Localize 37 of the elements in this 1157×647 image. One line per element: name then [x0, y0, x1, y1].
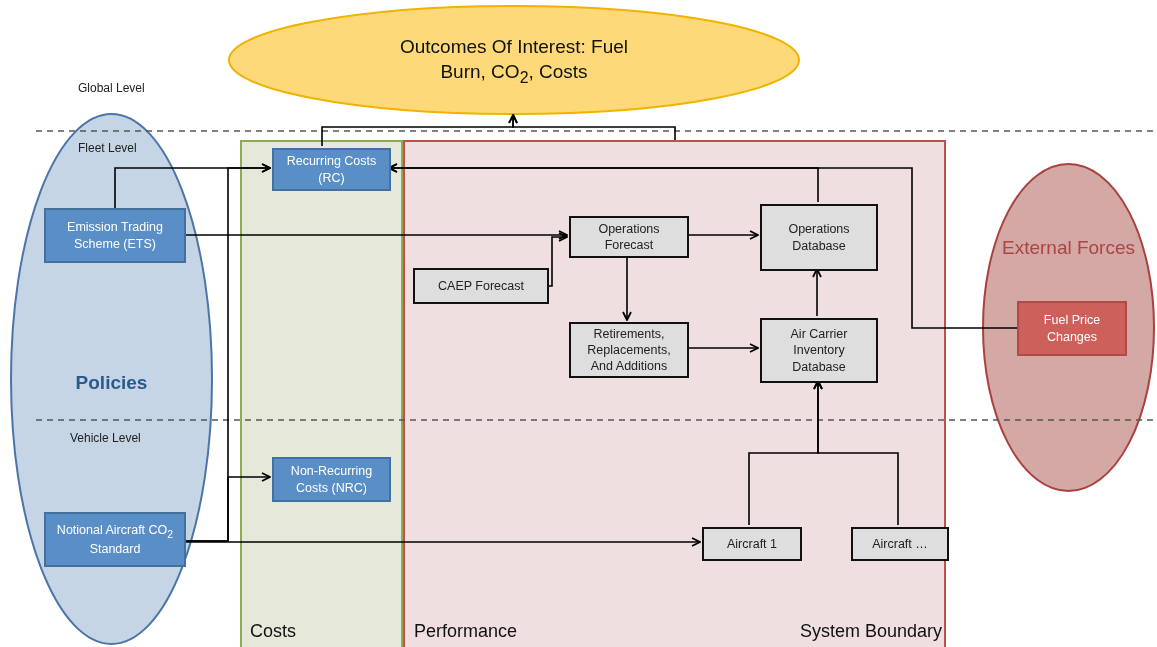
panel-title: Costs	[250, 620, 297, 644]
panel-title: System Boundary	[798, 620, 942, 644]
process-box: CAEP Forecast	[413, 268, 549, 304]
arrow	[508, 114, 676, 141]
arrow	[185, 537, 701, 547]
external-ellipse	[982, 163, 1155, 492]
arrow	[813, 380, 899, 526]
region-title: Policies	[74, 370, 149, 395]
process-box: Aircraft …	[851, 527, 949, 561]
policy-box: Non-Recurring Costs (NRC)	[272, 457, 391, 502]
arrow	[388, 163, 1018, 329]
level-label: Vehicle Level	[70, 431, 141, 445]
policy-box: Emission Trading Scheme (ETS)	[44, 208, 186, 263]
policy-ellipse	[10, 113, 213, 645]
arrow	[686, 230, 759, 240]
arrow	[812, 268, 822, 317]
process-box: Retirements, Replacements, And Additions	[569, 322, 689, 378]
arrow	[185, 472, 271, 542]
policy-box: Recurring Costs (RC)	[272, 148, 391, 191]
process-box: Operations Database	[760, 204, 878, 271]
arrow	[622, 255, 632, 321]
outcome-ellipse	[228, 5, 800, 115]
arrow	[686, 343, 759, 353]
process-box: Aircraft 1	[702, 527, 802, 561]
arrow	[546, 232, 568, 287]
policy-box: Notional Aircraft CO$_{2}$ Standard	[44, 512, 186, 567]
factor-box: Fuel Price Changes	[1017, 301, 1127, 356]
level-label: Global Level	[78, 81, 145, 95]
process-box: Operations Forecast	[569, 216, 689, 258]
process-box: Air Carrier Inventory Database	[760, 318, 878, 383]
arrow	[185, 230, 568, 240]
system-boundary-panel	[403, 140, 946, 647]
region-title: External Forces	[1000, 235, 1136, 260]
panel-title: Performance	[414, 620, 519, 644]
costs-panel	[240, 140, 403, 647]
level-label: Fleet Level	[78, 141, 137, 155]
region-title: Outcomes Of Interest: Fuel Burn, CO$_{2}$, Costs	[399, 35, 629, 88]
